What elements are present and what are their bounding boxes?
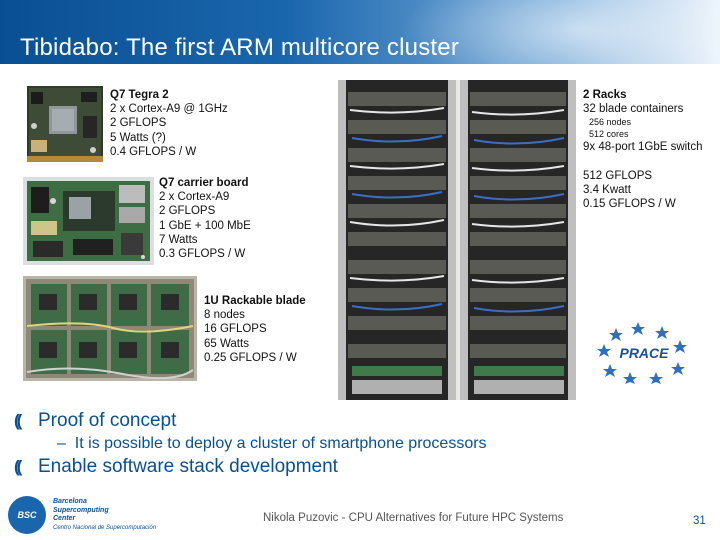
spec-racks: 2 Racks 32 blade containers 256 nodes 51…	[583, 88, 703, 211]
spec-line: 65 Watts	[204, 337, 249, 350]
bullet-icon: ((	[14, 457, 22, 476]
logo-line: Barcelona	[53, 498, 87, 505]
spec-line: 0.25 GFLOPS / W	[204, 351, 297, 364]
bsc-logo: BSC Barcelona Supercomputing Center Cent…	[8, 494, 178, 536]
sub-bullet-smartphone-cluster: – It is possible to deploy a cluster of …	[57, 435, 487, 453]
bsc-logo-text: Barcelona Supercomputing Center Centro N…	[53, 498, 156, 532]
blade-photo	[23, 276, 197, 381]
spec-line: 2 GFLOPS	[159, 205, 216, 218]
bullet-icon: ((	[14, 411, 22, 430]
spec-line: 0.15 GFLOPS / W	[583, 198, 676, 211]
spec-line: 7 Watts	[159, 233, 198, 246]
prace-logo-text: PRACE	[619, 345, 669, 361]
page-number: 31	[693, 515, 706, 527]
bullet-proof-of-concept: (( Proof of concept	[14, 410, 176, 432]
spec-line: 32 blade containers	[583, 103, 684, 116]
logo-subline: Centro Nacional de Supercomputación	[53, 524, 157, 531]
spec-subline: 256 nodes	[589, 117, 632, 128]
bullet-software-stack: (( Enable software stack development	[14, 456, 338, 478]
spec-line: 2 GFLOPS	[110, 117, 167, 130]
logo-line: Supercomputing	[53, 506, 109, 514]
spec-line: 3.4 Kwatt	[583, 183, 631, 196]
bullet-text: Enable software stack development	[38, 456, 338, 477]
spec-line: 2 x Cortex-A9 @ 1GHz	[110, 103, 228, 116]
spec-line: 0.3 GFLOPS / W	[159, 248, 246, 261]
spec-spacer	[583, 155, 703, 169]
header-swoosh	[400, 0, 720, 64]
prace-logo: PRACE	[594, 320, 694, 384]
spec-heading: Q7 Tegra 2	[110, 89, 169, 101]
footer-text: Nikola Puzovic - CPU Alternatives for Fu…	[263, 512, 564, 524]
spec-line: 9x 48-port 1GbE switch	[583, 141, 703, 154]
bullet-text: Proof of concept	[38, 410, 177, 431]
slide-title: Tibidabo: The first ARM multicore cluste…	[20, 34, 460, 61]
carrier-board-photo	[23, 177, 154, 265]
sub-bullet-text: It is possible to deploy a cluster of sm…	[74, 435, 487, 452]
spec-heading: Q7 carrier board	[159, 177, 249, 189]
dash-icon: –	[57, 435, 75, 452]
spec-heading: 2 Racks	[583, 89, 627, 101]
spec-line: 8 nodes	[204, 309, 245, 322]
logo-line: Center	[53, 515, 76, 522]
spec-heading: 1U Rackable blade	[204, 295, 306, 307]
racks-photo	[338, 80, 576, 400]
spec-line: 512 GFLOPS	[583, 169, 653, 182]
spec-subline: 512 cores	[589, 129, 629, 140]
spec-line: 16 GFLOPS	[204, 323, 267, 336]
spec-line: 1 GbE + 100 MbE	[159, 219, 251, 232]
spec-q7-tegra: Q7 Tegra 2 2 x Cortex-A9 @ 1GHz 2 GFLOPS…	[110, 88, 228, 159]
spec-line: 5 Watts (?)	[110, 131, 166, 144]
spec-blade: 1U Rackable blade 8 nodes 16 GFLOPS 65 W…	[204, 294, 306, 365]
spec-carrier-board: Q7 carrier board 2 x Cortex-A9 2 GFLOPS …	[159, 176, 251, 261]
slide-header: Tibidabo: The first ARM multicore cluste…	[0, 0, 720, 64]
q7-module-photo	[27, 86, 103, 162]
bsc-logo-circle: BSC	[8, 496, 46, 534]
spec-line: 0.4 GFLOPS / W	[110, 145, 197, 158]
spec-line: 2 x Cortex-A9	[159, 191, 230, 204]
